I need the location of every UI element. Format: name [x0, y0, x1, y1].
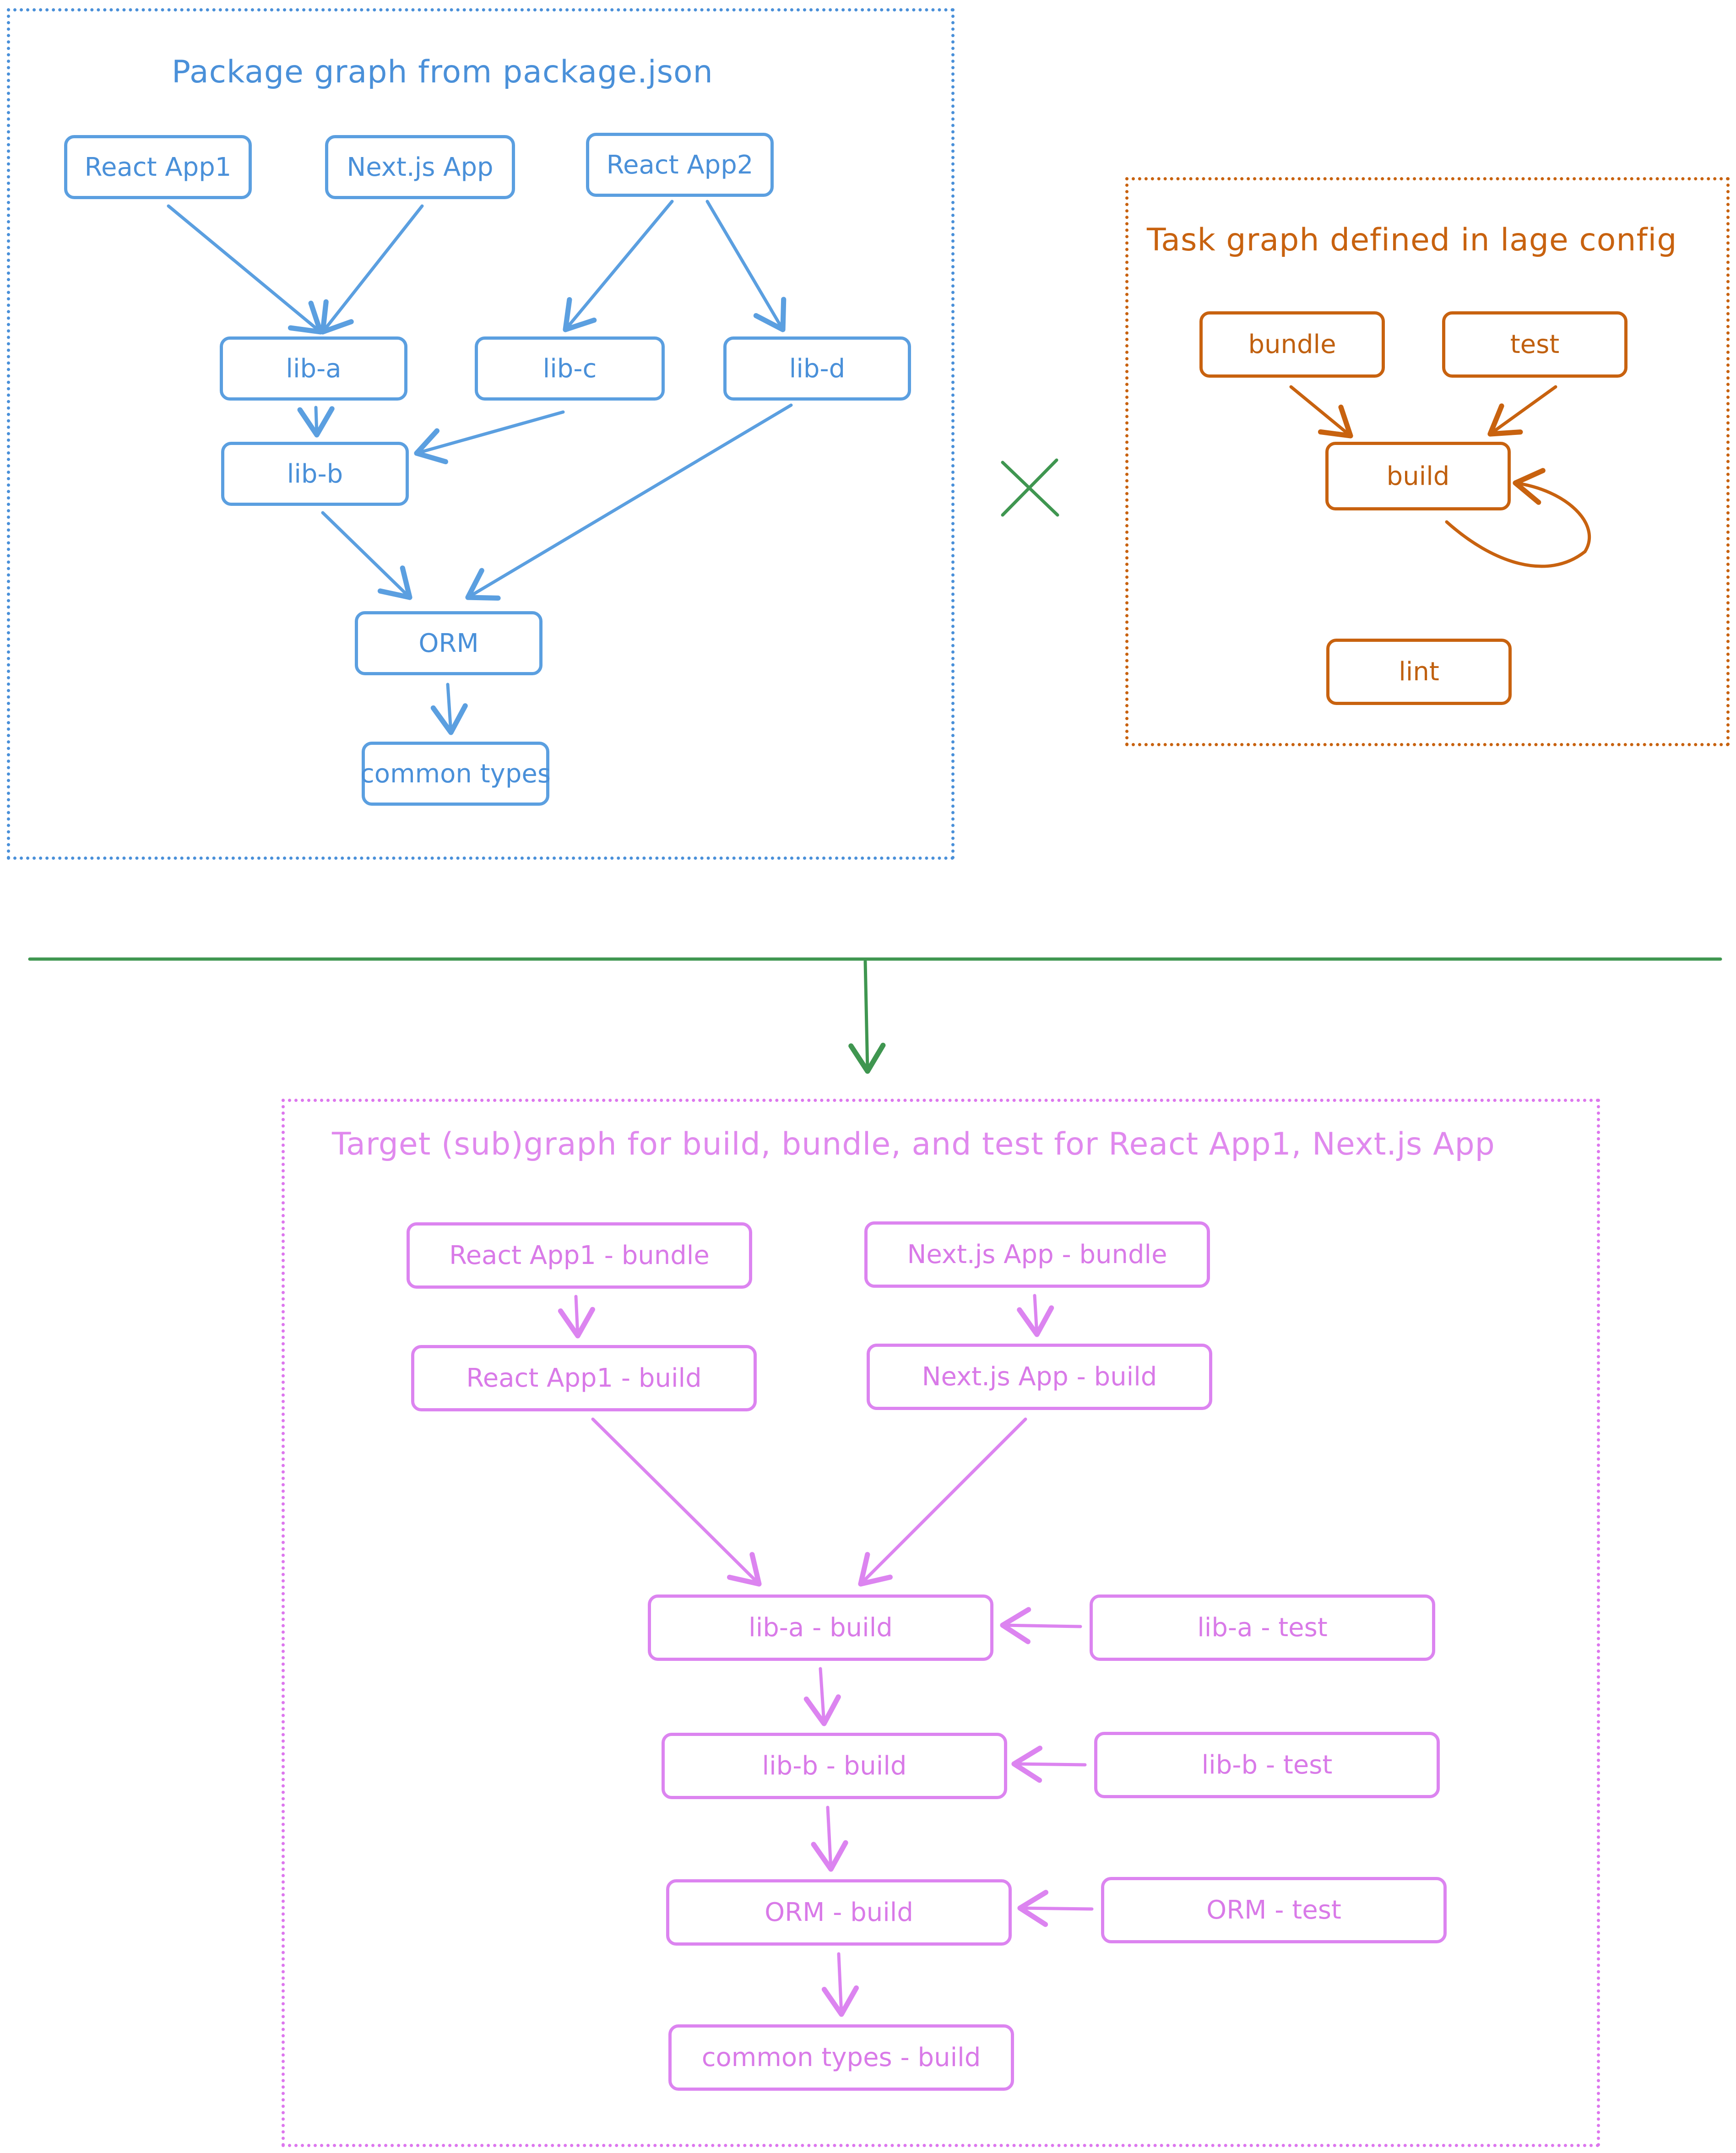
edge-lib-d-to-orm — [465, 403, 793, 601]
combine-cross-icon — [1001, 458, 1059, 517]
node-react-app1-bundle[interactable]: React App1 - bundle — [407, 1222, 752, 1289]
node-lib-b-build[interactable]: lib-b - build — [662, 1733, 1007, 1799]
package-graph-title: Package graph from package.json — [172, 54, 713, 90]
edge-bundle-to-build — [1289, 385, 1353, 439]
node-lib-b-test[interactable]: lib-b - test — [1094, 1732, 1440, 1798]
edge-nextjs-app-to-lib-a — [320, 204, 424, 335]
edge-lib-b-build-to-orm-build — [811, 1806, 848, 1872]
node-orm[interactable]: ORM — [355, 611, 542, 675]
edge-build-self-loop — [1445, 468, 1591, 568]
node-task-test[interactable]: test — [1442, 311, 1628, 378]
edge-lib-a-build-to-lib-b-build — [803, 1667, 841, 1726]
edge-nextjs-app-build-to-lib-a-build — [858, 1417, 1027, 1587]
node-lib-d[interactable]: lib-d — [723, 336, 911, 401]
package-graph-frame — [7, 8, 955, 860]
target-graph-title: Target (sub)graph for build, bundle, and… — [332, 1126, 1495, 1162]
edge-react-app1-bundle-to-build — [558, 1295, 595, 1339]
node-common-types-build[interactable]: common types - build — [668, 2024, 1014, 2091]
node-common-types[interactable]: common types — [360, 742, 551, 806]
edge-react-app1-build-to-lib-a-build — [591, 1417, 762, 1587]
node-lib-a[interactable]: lib-a — [220, 336, 407, 401]
node-lib-a-build[interactable]: lib-a - build — [648, 1594, 993, 1661]
node-orm-test[interactable]: ORM - test — [1101, 1877, 1447, 1943]
edge-orm-to-common-types — [430, 683, 468, 735]
edge-test-to-build — [1487, 385, 1557, 437]
edge-orm-test-to-orm-build — [1017, 1890, 1094, 1927]
node-nextjs-app[interactable]: Next.js App — [325, 135, 515, 199]
node-react-app2[interactable]: React App2 — [586, 133, 774, 197]
node-nextjs-app-build[interactable]: Next.js App - build — [867, 1344, 1212, 1410]
edge-lib-a-test-to-lib-a-build — [1000, 1607, 1082, 1644]
edge-orm-build-to-common-types-build — [821, 1952, 859, 2017]
target-graph-frame — [282, 1099, 1600, 2147]
edge-lib-c-to-lib-b — [414, 410, 565, 465]
node-task-lint[interactable]: lint — [1326, 639, 1512, 705]
edge-react-app1-to-lib-a — [167, 204, 323, 335]
node-lib-b[interactable]: lib-b — [221, 442, 409, 506]
edge-react-app2-to-lib-c — [563, 200, 674, 332]
node-lib-c[interactable]: lib-c — [475, 336, 665, 401]
node-orm-build[interactable]: ORM - build — [666, 1879, 1012, 1946]
node-task-bundle[interactable]: bundle — [1199, 311, 1385, 378]
edge-nextjs-app-bundle-to-build — [1017, 1294, 1054, 1337]
node-react-app1-build[interactable]: React App1 - build — [411, 1345, 757, 1411]
edge-react-app2-to-lib-d — [705, 200, 787, 332]
edge-lib-b-test-to-lib-b-build — [1011, 1746, 1087, 1783]
task-graph-title: Task graph defined in lage config — [1147, 222, 1677, 258]
edge-lib-b-to-orm — [321, 511, 412, 600]
edge-lib-a-to-lib-b — [297, 406, 335, 438]
node-lib-a-test[interactable]: lib-a - test — [1090, 1594, 1435, 1661]
node-task-build[interactable]: build — [1325, 442, 1511, 510]
combine-down-arrow — [848, 960, 886, 1074]
node-react-app1[interactable]: React App1 — [64, 135, 252, 199]
task-graph-frame — [1125, 177, 1730, 746]
node-nextjs-app-bundle[interactable]: Next.js App - bundle — [864, 1221, 1210, 1288]
